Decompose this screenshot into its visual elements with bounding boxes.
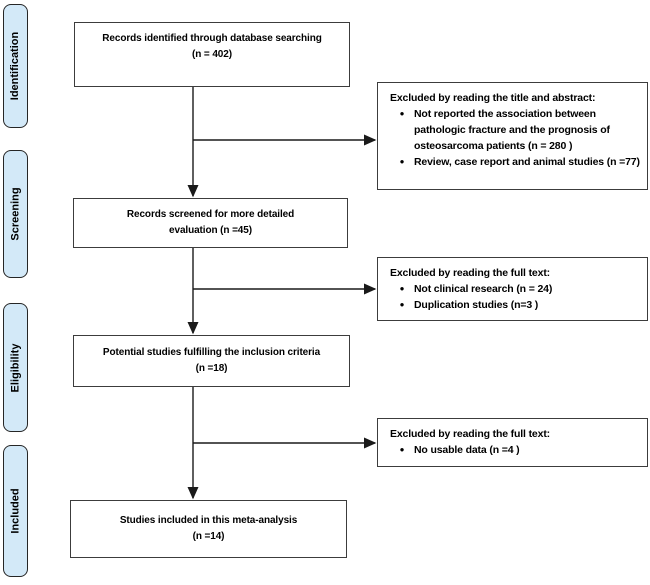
flow-box-records-screened-line1: Records screened for more detailed	[126, 209, 295, 220]
exclusion-item-text: Not clinical research (n = 24)	[414, 283, 553, 295]
bullet-icon: ●	[399, 284, 405, 293]
flow-box-potential-studies-count: (n =18)	[195, 363, 228, 374]
flow-box-potential-studies-line1: Potential studies fulfilling the inclusi…	[102, 347, 321, 358]
flow-box-records-identified-line1: Records identified through database sear…	[102, 33, 322, 44]
stage-screening-label: Screening	[9, 187, 22, 241]
flow-box-studies-included-count: (n =14)	[192, 531, 225, 542]
flow-box-records-screened-count: evaluation (n =45)	[169, 225, 252, 236]
exclusion-box-title-abstract-heading: Excluded by reading the title and abstra…	[390, 92, 596, 104]
flow-box-potential-studies: Potential studies fulfilling the inclusi…	[73, 335, 350, 387]
stage-screening: Screening	[3, 150, 28, 278]
flow-box-studies-included-line1: Studies included in this meta-analysis	[119, 515, 298, 526]
exclusion-item-text: No usable data (n =4 )	[414, 444, 520, 456]
stage-included-label: Included	[9, 488, 22, 534]
exclusion-box-title-abstract: Excluded by reading the title and abstra…	[377, 82, 648, 190]
exclusion-item: ● Not reported the association between p…	[390, 106, 641, 154]
stage-identification-label: Identification	[9, 31, 22, 101]
stage-eligibility-label: Eligibility	[9, 343, 22, 392]
stage-included: Included	[3, 445, 28, 577]
exclusion-item: ● No usable data (n =4 )	[390, 442, 641, 458]
stage-identification: Identification	[3, 4, 28, 128]
exclusion-item-text: Review, case report and animal studies (…	[414, 156, 640, 168]
flow-box-records-identified-count: (n = 402)	[192, 49, 232, 60]
stage-eligibility: Eligibility	[3, 303, 28, 432]
exclusion-item: ● Not clinical research (n = 24)	[390, 281, 641, 297]
exclusion-item-text: Duplication studies (n=3 )	[414, 299, 539, 311]
exclusion-box-full-text-1: Excluded by reading the full text: ● Not…	[377, 257, 648, 321]
exclusion-item: ● Review, case report and animal studies…	[390, 154, 641, 170]
exclusion-box-full-text-1-heading: Excluded by reading the full text:	[390, 267, 551, 279]
bullet-icon: ●	[399, 157, 405, 166]
exclusion-box-full-text-2-heading: Excluded by reading the full text:	[390, 428, 551, 440]
exclusion-box-full-text-2: Excluded by reading the full text: ● No …	[377, 418, 648, 467]
exclusion-item: ● Duplication studies (n=3 )	[390, 297, 641, 313]
flow-box-records-screened: Records screened for more detailed evalu…	[73, 198, 348, 248]
exclusion-item-text: Not reported the association between pat…	[414, 108, 610, 152]
bullet-icon: ●	[399, 109, 405, 118]
flow-box-studies-included: Studies included in this meta-analysis (…	[70, 500, 347, 558]
bullet-icon: ●	[399, 300, 405, 309]
flow-box-records-identified: Records identified through database sear…	[74, 22, 350, 87]
bullet-icon: ●	[399, 445, 405, 454]
